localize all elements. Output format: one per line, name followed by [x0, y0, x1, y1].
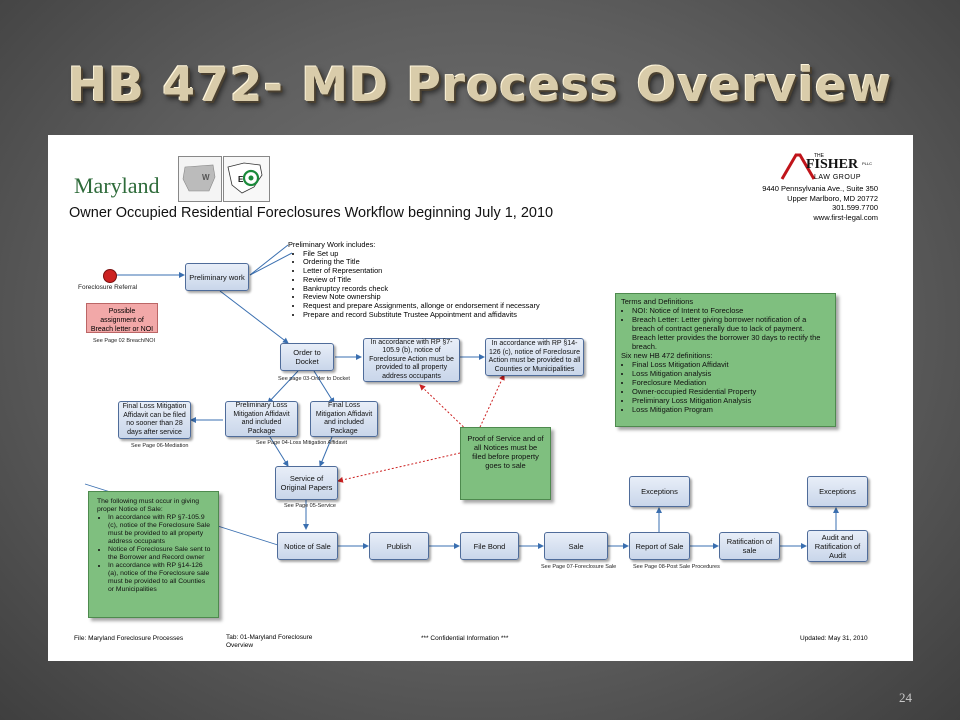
notice-of-sale-node: Notice of Sale: [277, 532, 338, 560]
fisher-law-group-logo: THE FISHER PLLC LAW GROUP: [778, 153, 888, 185]
western-map-icon: W: [178, 156, 222, 202]
workflow-title: Owner Occupied Residential Foreclosures …: [69, 205, 554, 221]
proof-of-service-note: Proof of Service and of all Notices must…: [460, 427, 551, 500]
footer-updated: Updated: May 31, 2010: [800, 635, 868, 642]
sale-caption: See Page 07-Foreclosure Sale: [541, 564, 617, 570]
firm-address: 9440 Pennsylvania Ave., Suite 350 Upper …: [762, 184, 878, 222]
final-lma-node: Final Loss Mitigation Affidavit and incl…: [310, 401, 378, 437]
exceptions-node-2: Exceptions: [807, 476, 868, 507]
order-to-docket-node: Order to Docket: [280, 343, 334, 371]
footer-file: File: Maryland Foreclosure Processes: [74, 635, 184, 642]
footer-confidential: *** Confidential Information ***: [421, 635, 509, 642]
mediation-caption: See Page 06-Mediation: [131, 443, 189, 449]
breach-caption: See Page 02 Breach/NOI: [93, 338, 156, 344]
exceptions-node-1: Exceptions: [629, 476, 690, 507]
terms-definitions-panel: Terms and Definitions NOI: Notice of Int…: [615, 293, 836, 427]
ratification-node: Ratification of sale: [719, 532, 780, 560]
service-caption: See Page 05-Service: [284, 503, 336, 509]
post-sale-caption: See Page 08-Post Sale Procedures: [633, 564, 720, 570]
slide-title: HB 472- MD Process Overview: [67, 58, 893, 113]
service-node: Service of Original Papers: [275, 466, 338, 500]
workflow-document: Maryland W E Owner Occupied Residential …: [48, 135, 913, 661]
sale-node: Sale: [544, 532, 608, 560]
final-lma-timing-node: Final Loss Mitigation Affidavit can be f…: [118, 401, 191, 439]
eastern-map-icon: E: [223, 156, 270, 202]
footer-tab: Tab: 01-Maryland Foreclosure Overview: [226, 634, 313, 649]
page-number: 24: [899, 690, 912, 705]
docket-caption: See page 03-Order to Docket: [278, 376, 350, 382]
file-bond-node: File Bond: [460, 532, 519, 560]
publish-node: Publish: [369, 532, 429, 560]
municipality-notice-node: In accordance with RP §14-126 (c), notic…: [485, 338, 584, 376]
notice-of-sale-requirements-panel: The following must occur in giving prope…: [88, 491, 219, 618]
preliminary-work-list: Preliminary Work includes: File Set up O…: [288, 240, 540, 319]
lma-caption: See Page 04-Loss Mitigation Affidavit: [256, 440, 348, 446]
start-node-icon: [103, 269, 117, 283]
report-of-sale-node: Report of Sale: [629, 532, 690, 560]
preliminary-lma-node: Preliminary Loss Mitigation Affidavit an…: [225, 401, 298, 437]
preliminary-work-node: Preliminary work: [185, 263, 249, 291]
foreclosure-referral-label: Foreclosure Referral: [78, 284, 138, 291]
maryland-logo-text: Maryland: [74, 173, 160, 198]
breach-letter-note: Possible assignment of Breach letter or …: [86, 303, 158, 333]
occupant-notice-node: In accordance with RP §7-105.9 (b), noti…: [363, 338, 460, 382]
audit-ratification-node: Audit and Ratification of Audit: [807, 530, 868, 562]
